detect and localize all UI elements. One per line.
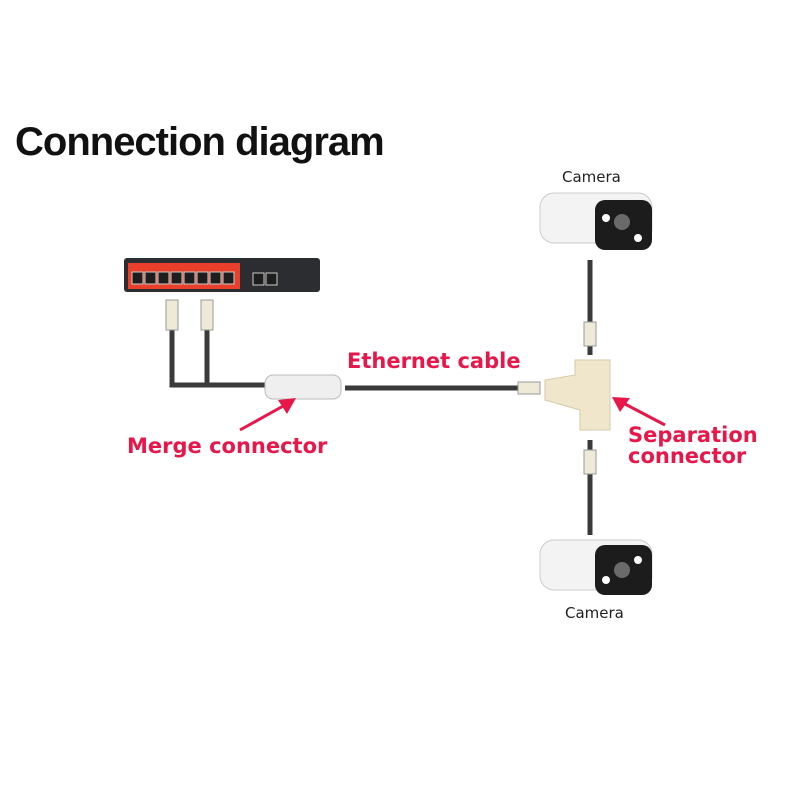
page-title: Connection diagram xyxy=(15,120,385,164)
rj45-plugs xyxy=(165,299,597,475)
poe-switch xyxy=(124,258,320,292)
camera-bottom-label: Camera xyxy=(565,604,624,622)
cables xyxy=(169,260,593,535)
separation-connector-label: Separation connector xyxy=(628,425,758,467)
merge-connector xyxy=(264,374,342,400)
ethernet-cable-label: Ethernet cable xyxy=(347,349,521,373)
separation-label-line2: connector xyxy=(628,444,747,468)
arrows xyxy=(239,397,666,432)
separation-connector xyxy=(544,359,611,431)
camera-top-label: Camera xyxy=(562,168,621,186)
separation-label-line1: Separation xyxy=(628,423,758,447)
camera-top xyxy=(539,192,653,250)
camera-bottom xyxy=(539,539,653,595)
merge-connector-label: Merge connector xyxy=(127,434,328,458)
